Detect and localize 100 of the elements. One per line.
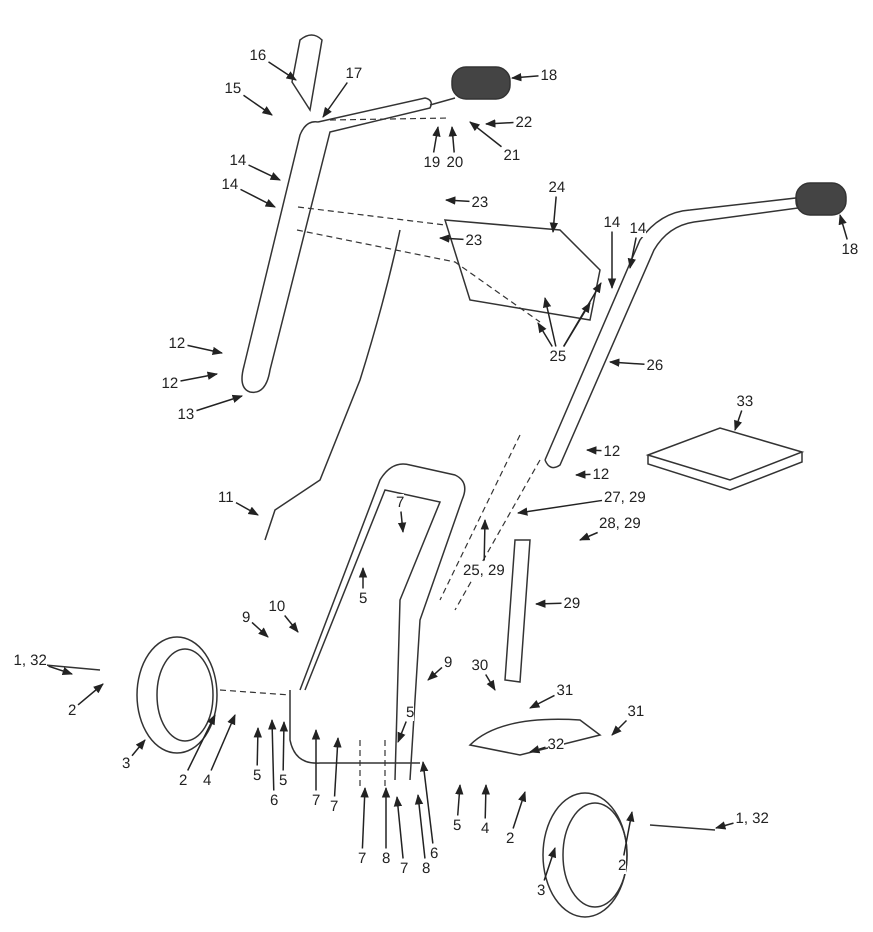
leader-line [579,532,598,541]
callout-number: 28, 29 [599,514,641,532]
leader-line [510,73,539,82]
leader-line [480,518,489,561]
callout-number: 32 [548,736,564,752]
leader-line [485,674,496,691]
leader-line [243,94,273,116]
callout-number: 9 [444,654,452,670]
leader-line [78,683,104,706]
callout-number: 3 [122,754,130,772]
leader-line [623,810,634,856]
callout-number: 18 [540,66,558,84]
leader-line [358,566,368,588]
callout-number: 5 [253,766,262,784]
leader-line [268,61,297,81]
leader-line [550,196,558,234]
leader-line [482,784,490,819]
callout-number: 10 [268,598,286,614]
callout-number: 15 [224,80,242,96]
leader-line [734,410,742,431]
leader-line [628,237,637,270]
leader-line [333,736,342,797]
leader-line [516,500,602,516]
callout-number: 31 [628,702,644,720]
callout-number: 13 [178,406,194,422]
callout-number: 8 [422,860,430,876]
callout-number: 2 [618,856,626,874]
leader-line [608,358,645,367]
callout-number: 26 [646,356,664,374]
leader-line [537,322,553,347]
leader-line [312,728,320,790]
callout-number: 5 [453,816,462,834]
leader-line [574,470,591,479]
leader-line [236,502,259,516]
leader-line [196,394,243,412]
callout-number: 5 [406,704,414,720]
leader-line [414,794,426,859]
callout-number: 30 [472,656,488,674]
leader-line [268,718,276,791]
leader-line [210,714,236,771]
leader-line [534,600,562,608]
leader-line [529,745,546,754]
callout-number: 9 [242,608,250,626]
leader-line [394,796,404,859]
leader-line [512,791,526,829]
callout-number: 31 [556,682,574,698]
leader-line [427,666,442,681]
leader-line [608,232,616,290]
leader-line [187,714,216,771]
callout-number: 16 [250,46,266,64]
leader-line [48,665,73,675]
leader-line [398,511,406,534]
leader-line [469,121,502,148]
leader-line [240,188,276,208]
leader-line [562,282,602,347]
leader-line [284,615,299,633]
leader-line [715,821,734,830]
leader-line [280,720,288,771]
callout-number: 18 [842,240,858,258]
leader-line [131,739,146,756]
callout-number: 23 [466,232,482,248]
callout-number: 29 [564,594,580,612]
leader-line [180,372,218,382]
callout-number: 1, 32 [736,810,769,826]
leader-line [448,126,457,153]
leader-line [455,784,464,816]
callout-number: 19 [424,154,440,170]
callout-number: 27, 29 [604,488,646,506]
leader-line [542,296,557,347]
leader-line [563,302,591,347]
leader-line [248,164,281,181]
leader-line [611,720,628,736]
callout-number: 25 [550,348,566,364]
callout-number: 6 [270,792,278,808]
leader-line [397,721,407,743]
leader-line [586,446,602,455]
callout-number: 23 [472,194,488,210]
leader-line [322,82,348,118]
leader-line [382,786,390,848]
leader-line [838,214,848,240]
leader-line [420,760,434,844]
callout-number: 5 [279,772,288,788]
leader-line [438,234,464,243]
leader-line [432,126,441,153]
leader-line [529,694,555,709]
leader-line [187,344,224,356]
callout-number: 3 [537,882,546,898]
callout-number: 8 [382,850,390,866]
callout-number: 20 [446,154,464,170]
leader-line [484,119,514,128]
leader-line [543,847,556,881]
callout-number: 1, 32 [14,652,47,668]
callout-number: 14 [630,220,646,236]
leader-line [360,786,369,849]
leader-line [252,622,269,638]
callout-number: 33 [736,392,754,410]
leader-line [444,196,470,205]
leader-line [254,726,262,766]
callout-number: 5 [359,590,368,606]
callout-number: 25, 29 [463,562,505,578]
